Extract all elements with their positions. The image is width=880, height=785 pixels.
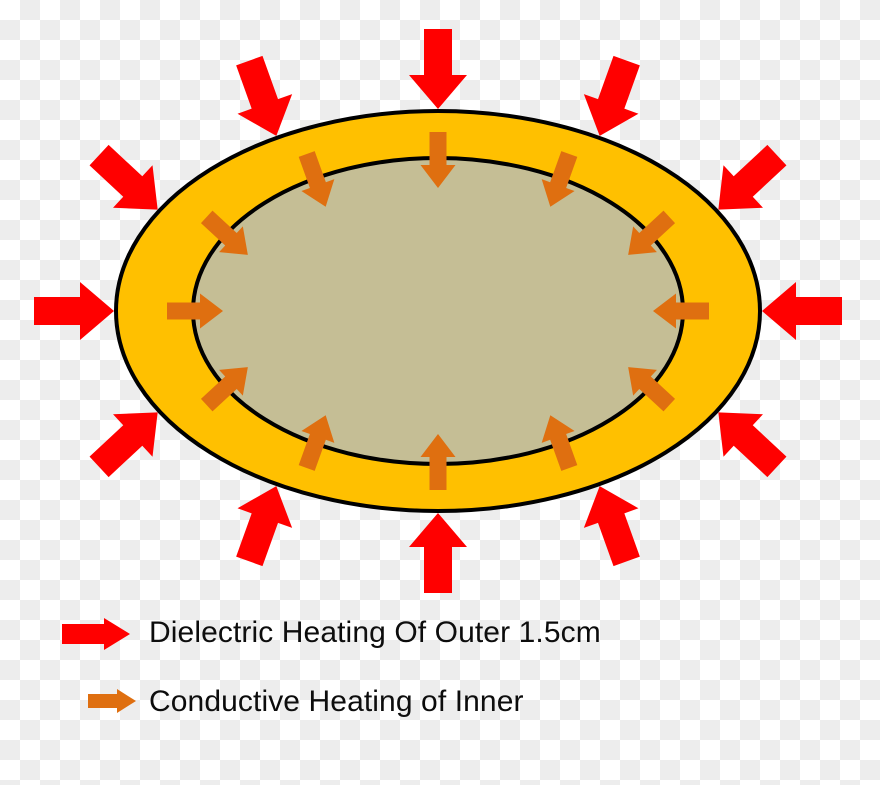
conductive-arrow-4 — [298, 151, 335, 207]
dielectric-heating-arrow-group — [34, 29, 842, 593]
legend-arrow-conductive — [88, 689, 136, 713]
legend-label-conductive: Conductive Heating of Inner — [149, 685, 524, 718]
conductive-heating-arrow-group — [167, 132, 709, 490]
conductive-arrow-9 — [420, 434, 456, 490]
dielectric-arrow-9 — [409, 513, 467, 593]
dielectric-arrow-3 — [409, 29, 467, 109]
conductive-arrow-2 — [541, 151, 578, 207]
conductive-arrow-5 — [200, 210, 248, 255]
conductive-arrow-0 — [653, 293, 709, 329]
conductive-arrow-6 — [167, 293, 223, 329]
dielectric-arrow-11 — [718, 412, 787, 478]
dielectric-arrow-1 — [718, 144, 787, 210]
inner-core-ellipse — [191, 156, 685, 466]
conductive-arrow-10 — [541, 415, 578, 471]
conductive-arrow-11 — [628, 367, 676, 412]
legend-label-dielectric: Dielectric Heating Of Outer 1.5cm — [149, 616, 601, 649]
conductive-arrow-8 — [298, 415, 335, 471]
dielectric-arrow-2 — [583, 55, 640, 136]
legend-arrow-dielectric — [62, 618, 130, 650]
dielectric-arrow-7 — [89, 412, 158, 478]
conductive-arrow-1 — [628, 210, 676, 255]
legend-arrow-group — [62, 618, 136, 713]
conductive-arrow-3 — [420, 132, 456, 188]
conductive-arrow-7 — [200, 367, 248, 412]
dielectric-arrow-6 — [34, 282, 114, 340]
dielectric-arrow-5 — [89, 144, 158, 210]
dielectric-arrow-0 — [762, 282, 842, 340]
dielectric-arrow-8 — [236, 486, 293, 567]
dielectric-arrow-10 — [583, 486, 640, 567]
dielectric-arrow-4 — [236, 55, 293, 136]
